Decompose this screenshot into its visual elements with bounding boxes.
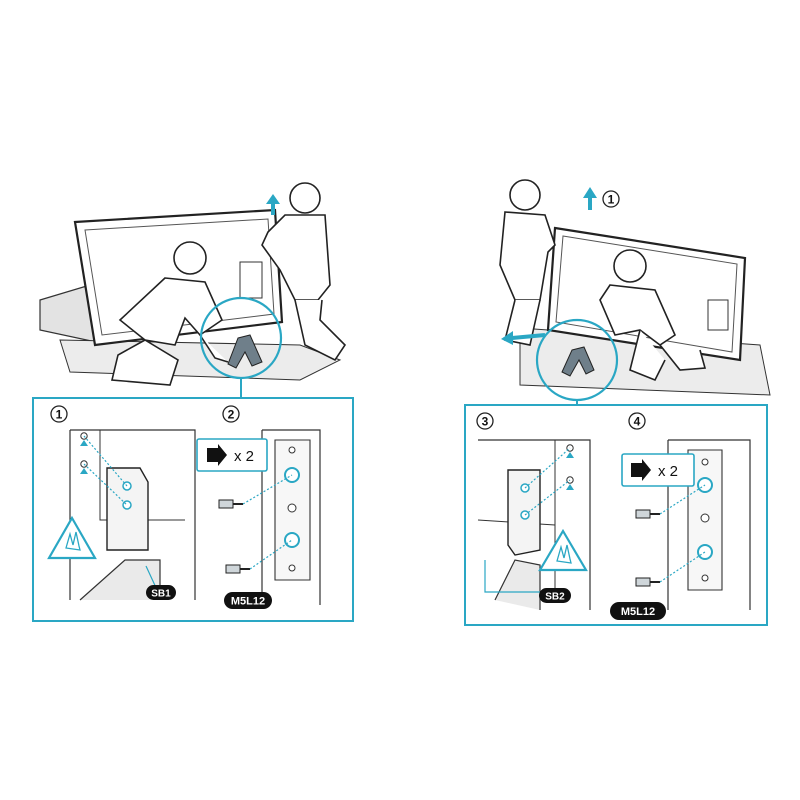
person-standing (261, 182, 347, 362)
panel-step-4: 4 x 2 M5L12 (610, 412, 751, 620)
step-number-3: 3 (482, 415, 489, 429)
person-standing-right (499, 179, 556, 346)
screw-count-text-4: x 2 (658, 463, 678, 480)
screw-direction-icon (631, 459, 651, 481)
screw-icon (225, 564, 250, 574)
stand-part-right (561, 346, 595, 377)
screw-icon (635, 577, 660, 587)
arrow-up-icon (266, 194, 280, 215)
person-kneeling (111, 241, 229, 386)
screw-icon (635, 509, 660, 519)
badge-sb1 (146, 585, 176, 600)
right-overview: 1 (499, 179, 771, 405)
badge-m5l12-label: M5L12 (231, 596, 265, 608)
badge-sb2-label: SB2 (545, 592, 565, 603)
box-base (59, 339, 342, 381)
badge-sb1-label: SB1 (151, 589, 171, 600)
screw-count-box (621, 453, 695, 487)
step-number-1: 1 (56, 408, 63, 422)
person-kneeling-right (599, 249, 707, 382)
step-number-2: 2 (228, 408, 235, 422)
badge-m5l12-right (610, 602, 666, 620)
panel-step-3: 3 SB2 (476, 412, 591, 610)
badge-m5l12-right-label: M5L12 (621, 606, 655, 618)
arrow-left-icon (501, 331, 546, 345)
arrow-up-icon (583, 187, 597, 210)
caution-hand-icon (47, 515, 97, 560)
panel-step-1: 1 SB1 (47, 405, 196, 601)
screw-direction-icon (207, 444, 227, 466)
badge-sb2 (539, 588, 571, 603)
stand-part (227, 334, 263, 369)
tv-panel (73, 208, 284, 347)
lift-step-number: 1 (608, 193, 615, 207)
screw-icon (218, 499, 243, 509)
caution-hand-icon (538, 528, 588, 572)
badge-m5l12 (224, 592, 272, 609)
left-overview (39, 182, 347, 398)
step-number-4: 4 (634, 415, 641, 429)
screw-count-box (196, 438, 268, 472)
screw-count-text: x 2 (234, 448, 254, 465)
panel-step-2: 2 x 2 M5L12 (196, 405, 321, 609)
